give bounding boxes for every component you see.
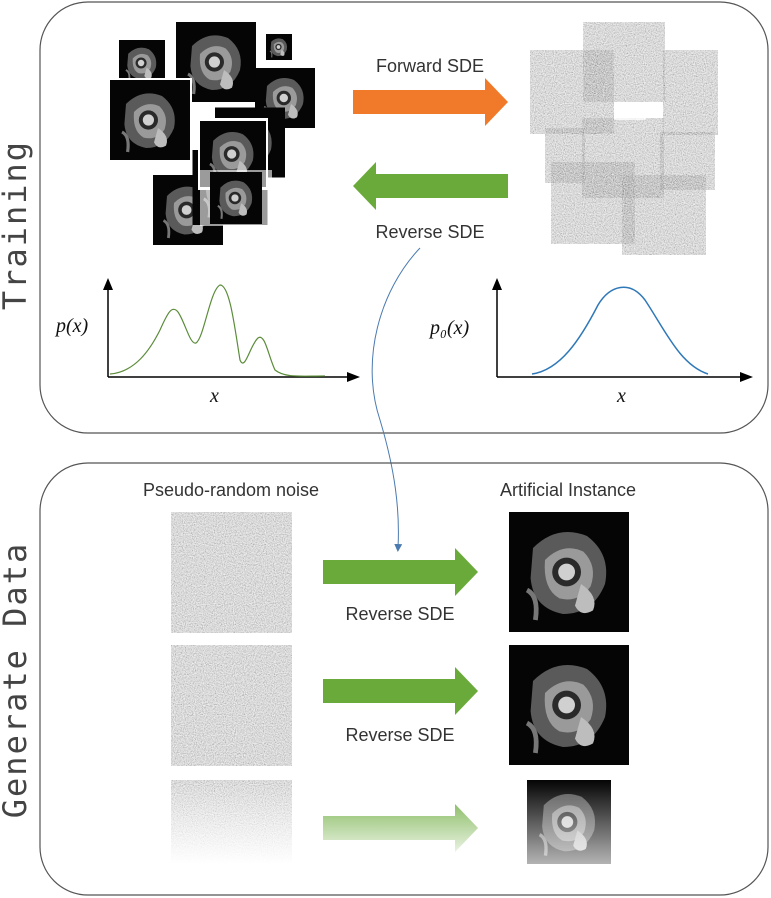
artificial-instance-image: [509, 512, 629, 632]
generation-row: [171, 780, 630, 864]
x-axis-label-left: x: [209, 385, 219, 407]
generation-row: Reverse SDE: [171, 512, 629, 633]
noise-image-stack: [529, 22, 718, 256]
x-axis-label-right: x: [616, 385, 626, 407]
reverse-sde-label: Reverse SDE: [345, 725, 454, 745]
generate-side-label: Generate Data: [0, 542, 34, 818]
forward-sde-label: Forward SDE: [376, 56, 484, 76]
prior-distribution-plot: [492, 278, 753, 382]
generation-row: Reverse SDE: [171, 645, 629, 766]
artificial-instance-image: [509, 645, 629, 765]
reverse-sde-arrow-training: [353, 162, 508, 210]
reverse-sde-label-training: Reverse SDE: [375, 222, 484, 242]
forward-sde-arrow: [353, 78, 508, 126]
data-density-curve: [109, 284, 326, 377]
reverse-sde-label: Reverse SDE: [345, 604, 454, 624]
noise-header: Pseudo-random noise: [143, 480, 319, 500]
mri-image-stack: [108, 22, 315, 245]
p0x-axis-label: p₀(x): [428, 317, 469, 339]
generate-panel: [39, 462, 769, 896]
instance-header: Artificial Instance: [500, 480, 636, 500]
reverse-sde-arrow: [323, 548, 478, 596]
reverse-sde-arrow: [323, 804, 478, 852]
noise-image: [171, 645, 292, 766]
model-transfer-connector: [371, 247, 421, 552]
training-side-label: Training: [0, 140, 34, 310]
gaussian-curve: [531, 286, 709, 375]
noise-image: [171, 512, 292, 633]
px-axis-label: p(x): [54, 315, 89, 337]
data-distribution-plot: [103, 278, 360, 382]
reverse-sde-arrow: [323, 667, 478, 715]
